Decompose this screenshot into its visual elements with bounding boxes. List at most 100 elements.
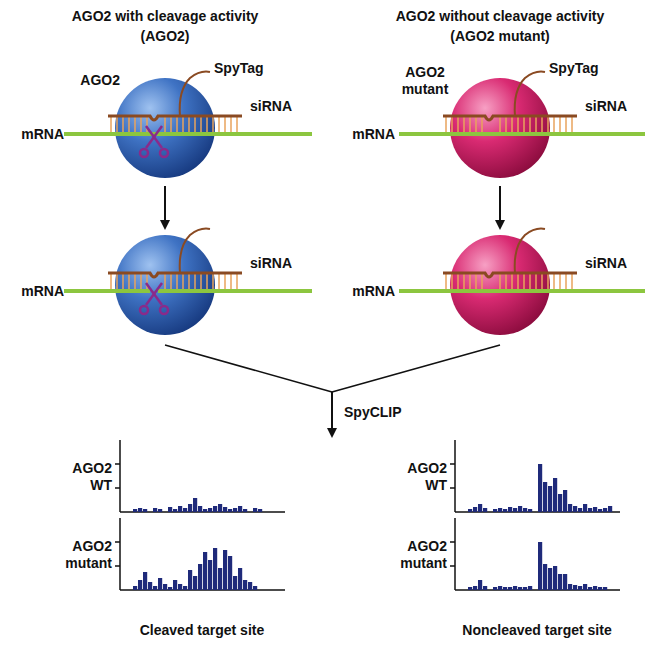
rna-label: siRNA [585, 255, 645, 272]
base-pair-rung [553, 116, 555, 132]
chart-bar [498, 586, 502, 590]
base-pair-rung [517, 116, 519, 132]
base-pair-rung [535, 116, 537, 132]
tag-label: SpyTag [549, 60, 619, 77]
base-pair-rung [505, 273, 507, 289]
base-pair-rung [451, 116, 453, 132]
chart-bar [468, 587, 472, 590]
method-label: SpyCLIP [344, 404, 424, 421]
chart-axis [119, 518, 121, 590]
ago2-sphere [115, 235, 215, 335]
chart-bar [483, 586, 487, 590]
base-pair-rung [212, 273, 214, 289]
base-pair-rung [110, 273, 112, 289]
chart-bar [573, 585, 577, 590]
chart-bar [168, 507, 172, 512]
base-pair-rung [200, 273, 202, 289]
chart-bar [188, 504, 192, 512]
chart-axis [454, 518, 456, 590]
chart-bar [553, 478, 557, 512]
chart-bar [583, 504, 587, 512]
chart-bar [553, 566, 557, 590]
chart-bar [198, 506, 202, 512]
chart-bar [153, 508, 157, 512]
chart-bar [523, 587, 527, 590]
chart-bar [183, 586, 187, 590]
base-pair-rung [463, 116, 465, 132]
chart-bar [563, 574, 567, 590]
chart-bar [528, 586, 532, 590]
base-pair-rung [523, 116, 525, 132]
base-pair-rung [164, 273, 166, 289]
rna-label: siRNA [250, 98, 310, 115]
chart-bar [578, 586, 582, 590]
chart-tick [115, 487, 120, 489]
chart-bar [503, 509, 507, 512]
base-pair-rung [182, 116, 184, 132]
base-pair-rung [188, 273, 190, 289]
base-pair-rung [547, 273, 549, 289]
panel-title: AGO2 with cleavage activity [5, 8, 325, 25]
chart-bar [228, 509, 232, 512]
base-pair-rung [230, 273, 232, 289]
track-label: AGO2 mutant [50, 538, 112, 572]
chart-bar [593, 586, 597, 590]
chart-bar [498, 508, 502, 512]
chart-bar [243, 580, 247, 590]
mrna-line [158, 289, 312, 293]
chart-bar [193, 498, 197, 512]
base-pair-rung [224, 116, 226, 132]
rna-label: mRNA [335, 283, 395, 300]
chart-bar [173, 580, 177, 590]
base-pair-rung [565, 273, 567, 289]
base-pair-rung [469, 273, 471, 289]
chart-bar [208, 560, 212, 590]
chart-bar [538, 542, 542, 590]
track-label: AGO2 WT [389, 460, 447, 494]
base-pair-rung [499, 116, 501, 132]
base-pair-rung [128, 273, 130, 289]
chart-bar [173, 509, 177, 512]
chart-bar [223, 507, 227, 512]
chart-bar [213, 506, 217, 512]
chart-bar [478, 504, 482, 512]
merge-line [165, 345, 332, 392]
chart-bar [258, 509, 262, 512]
base-pair-rung [451, 273, 453, 289]
chart-bar [218, 504, 222, 512]
base-pair-rung [553, 273, 555, 289]
base-pair-rung [236, 273, 238, 289]
chart-bar [568, 504, 572, 512]
sirna-strand [108, 116, 242, 120]
chart-bar [558, 494, 562, 512]
base-pair-rung [565, 116, 567, 132]
chart-bar [158, 509, 162, 512]
chart-bar [608, 506, 612, 512]
base-pair-rung [140, 273, 142, 289]
base-pair-rung [134, 273, 136, 289]
chart-bar [178, 584, 182, 590]
base-pair-rung [475, 116, 477, 132]
panel-caption: Cleaved target site [92, 622, 312, 639]
sirna-strand [108, 273, 242, 277]
base-pair-rung [116, 116, 118, 132]
base-pair-rung [110, 116, 112, 132]
merge-line [332, 345, 500, 392]
chart-bar [558, 574, 562, 590]
chart-bar [518, 587, 522, 590]
chart-bar [153, 586, 157, 590]
chart-bar [473, 586, 477, 590]
chart-bar [548, 568, 552, 590]
base-pair-rung [170, 273, 172, 289]
chart-bar [513, 508, 517, 512]
base-pair-rung [517, 273, 519, 289]
chart-tick [115, 463, 120, 465]
base-pair-rung [188, 116, 190, 132]
base-pair-rung [475, 273, 477, 289]
base-pair-rung [547, 116, 549, 132]
chart-bar [208, 508, 212, 512]
chart-bar [603, 587, 607, 590]
base-pair-rung [445, 273, 447, 289]
scissors-icon [140, 126, 168, 157]
chart-bar [148, 582, 152, 590]
